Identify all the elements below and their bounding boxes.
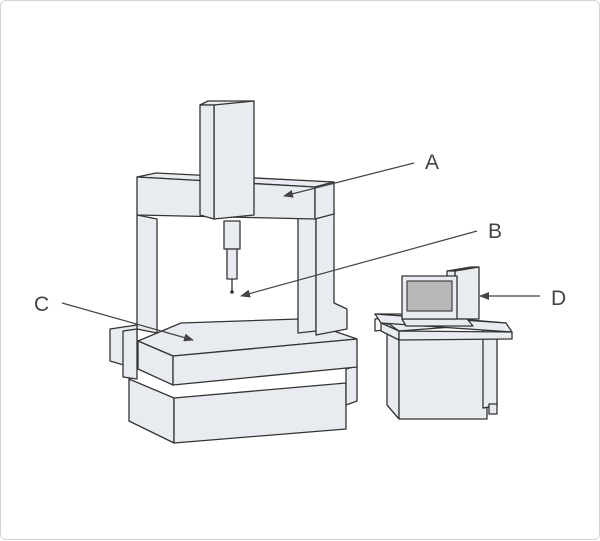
z-column (199, 100, 255, 220)
pointer-a (283, 162, 415, 198)
bridge-left-leg (109, 214, 158, 380)
laptop (401, 275, 474, 327)
label-a: A (425, 151, 439, 174)
laptop-screen (406, 280, 453, 312)
bridge-right-leg (297, 208, 348, 336)
control-desk (374, 313, 513, 420)
label-c: C (34, 293, 49, 316)
label-d: D (551, 287, 566, 310)
pointer-b (240, 230, 478, 298)
pointer-c (61, 302, 194, 342)
probe (223, 220, 241, 294)
granite-table (128, 318, 358, 444)
label-b: B (488, 220, 502, 243)
